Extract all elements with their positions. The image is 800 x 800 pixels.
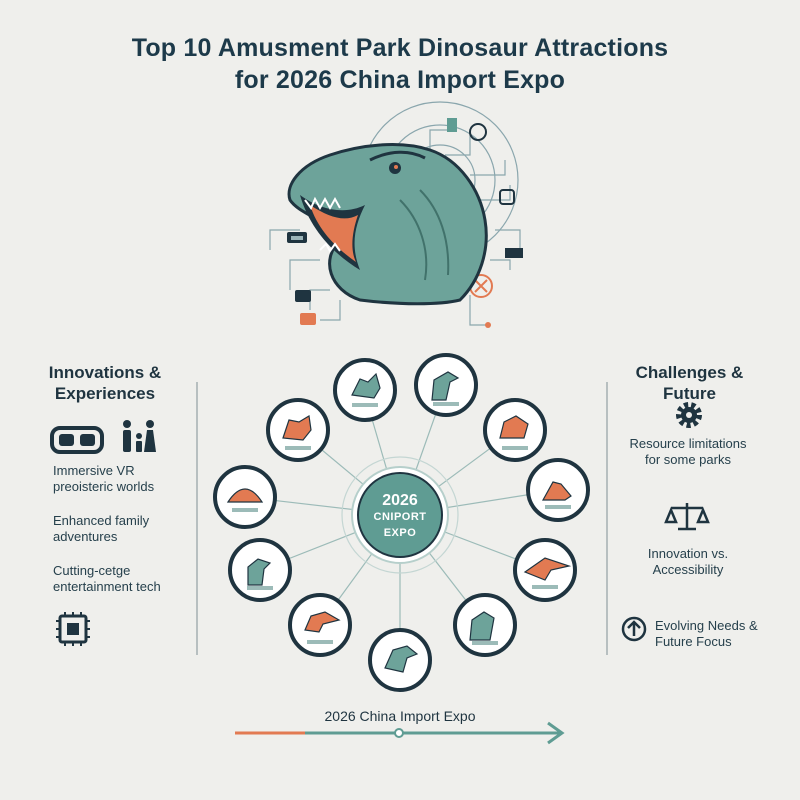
vr-headset-icon (50, 426, 104, 454)
dino-circle-raptor-orange (526, 458, 590, 522)
left-item-vr-line-1: Immersive VR (53, 463, 135, 478)
left-item-vr-line-2: preoisteric worlds (53, 479, 155, 494)
dino-circle-pteranodon (513, 538, 577, 602)
dino-circle-triceratops-orange (266, 398, 330, 462)
gadget-icon-left-3 (300, 313, 316, 325)
right-item-future: Evolving Needs & Future Focus (655, 618, 785, 650)
hub-outer-ring (341, 456, 459, 574)
family-icon (123, 420, 156, 452)
hub-label-year: 2026 (382, 492, 418, 509)
right-item-accessibility-line-1: Innovation vs. (647, 546, 729, 561)
timeline-arrow (235, 721, 565, 745)
page-title: Top 10 Amusment Park Dinosaur Attraction… (0, 32, 800, 96)
gadget-icon-top (447, 118, 487, 141)
right-heading-line-1: Challenges & (635, 363, 744, 382)
left-heading-line-1: Innovations & (48, 363, 162, 382)
left-item-family-line-1: Enhanced family (53, 513, 150, 528)
hub-label-line3: EXPO (383, 527, 417, 539)
scale-icon (664, 503, 710, 531)
hub-center (357, 472, 443, 558)
left-heading: Innovations & Experiences (40, 362, 170, 404)
arrow-up-icon (621, 616, 647, 642)
right-item-resources-line-2: for some parks (645, 452, 731, 467)
hub-label-line2: CNIPORT (373, 511, 427, 523)
gear-icon (676, 402, 702, 428)
dino-circle-bottom (368, 628, 432, 692)
left-item-tech-line-2: entertainment tech (53, 579, 161, 594)
right-heading: Challenges & Future (622, 362, 757, 404)
right-item-resources: Resource limitations for some parks (618, 436, 758, 468)
title-line-2: for 2026 China Import Expo (234, 66, 566, 94)
left-heading-line-2: Experiences (54, 384, 156, 403)
gadget-icon-left-1 (287, 232, 307, 243)
gadget-icon-right (499, 189, 523, 258)
gadget-icon-left-2 (295, 290, 311, 302)
dino-circle-raptor-bottom-left (288, 593, 352, 657)
right-item-accessibility: Innovation vs. Accessibility (618, 546, 758, 578)
dino-circle-triceratops-top (333, 358, 397, 422)
dino-circle-raptor-top (414, 353, 478, 417)
dino-circle-dilophosaurus (483, 398, 547, 462)
right-heading-line-2: Future (663, 384, 716, 403)
left-item-family-line-2: adventures (53, 529, 118, 544)
hub-label: 2026 CNIPORT EXPO (355, 493, 445, 541)
right-item-future-line-1: Evolving Needs & (655, 618, 758, 633)
right-item-future-line-2: Future Focus (655, 634, 732, 649)
title-line-1: Top 10 Amusment Park Dinosaur Attraction… (131, 34, 669, 62)
left-item-family: Enhanced family adventures (53, 513, 149, 545)
timeline-label: 2026 China Import Expo (324, 708, 476, 724)
right-item-accessibility-line-2: Accessibility (652, 562, 724, 577)
left-item-vr: Immersive VR preoisteric worlds (53, 463, 154, 495)
right-item-resources-line-1: Resource limitations (629, 436, 747, 451)
dino-circle-brachiosaurus-right (453, 593, 517, 657)
dino-circle-stegosaurus (213, 465, 277, 529)
left-item-tech: Cutting-cetge entertainment tech (53, 563, 161, 595)
chip-icon (56, 612, 90, 646)
dino-circle-brachiosaurus-left (228, 538, 292, 602)
left-item-tech-line-1: Cutting-cetge (53, 563, 131, 578)
t-rex-head-illustration (287, 143, 488, 306)
